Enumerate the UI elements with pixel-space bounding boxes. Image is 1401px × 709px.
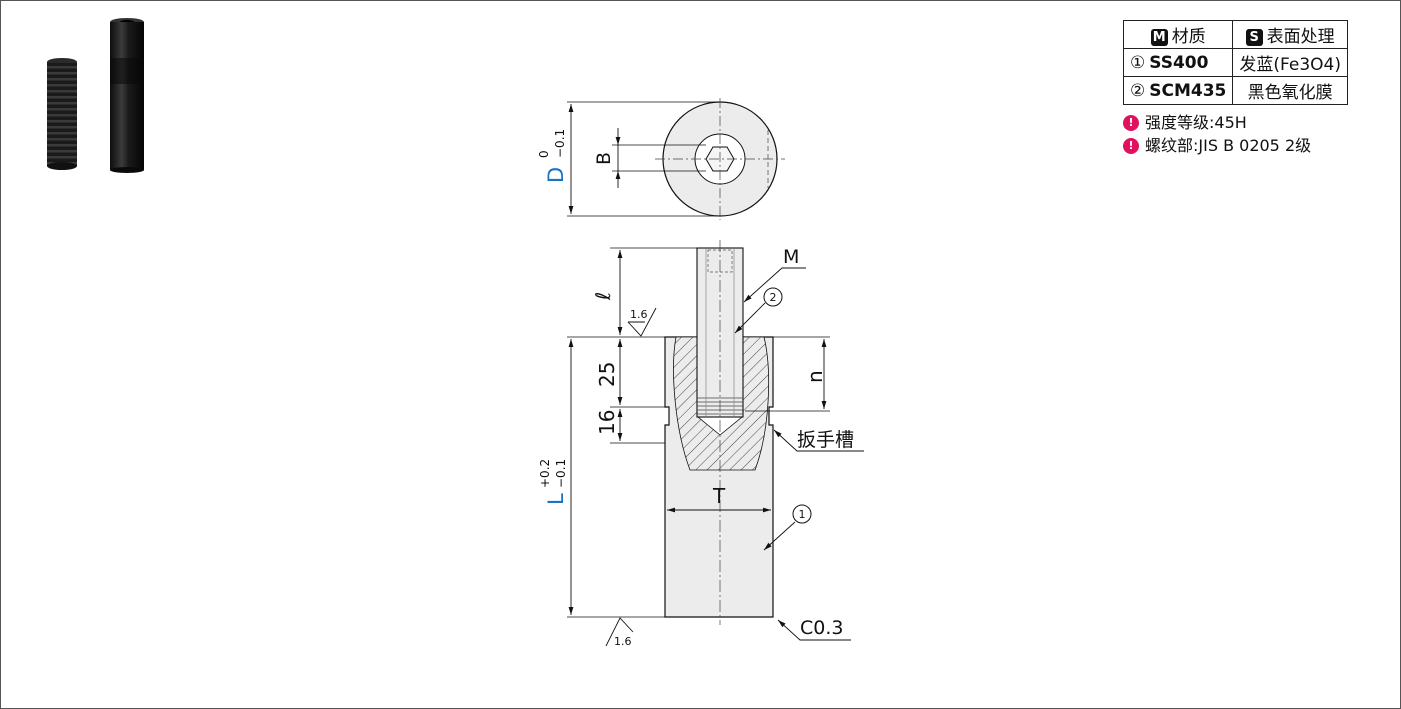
note-text: 螺纹部:JIS B 0205 2级 bbox=[1145, 136, 1312, 155]
dim-n-label: n bbox=[803, 370, 827, 383]
dim-D-tol-upper: 0 bbox=[537, 150, 551, 158]
note-text: 强度等级:45H bbox=[1145, 113, 1247, 132]
info-pin-icon: ! bbox=[1123, 114, 1139, 131]
roughness-top-label: 1.6 bbox=[630, 308, 648, 321]
surface-cell: 黑色氧化膜 bbox=[1232, 76, 1348, 105]
product-photo bbox=[47, 18, 144, 173]
dim-16-label: 16 bbox=[595, 410, 619, 435]
balloon-2-text: 2 bbox=[770, 291, 777, 304]
note-strength: ! 强度等级:45H bbox=[1123, 111, 1311, 134]
technical-drawing: D 0 −0.1 B bbox=[537, 98, 864, 648]
material-tag-icon: M bbox=[1150, 29, 1168, 46]
dim-D-tol-lower: −0.1 bbox=[553, 129, 567, 158]
surface-cell: 发蓝(Fe3O4) bbox=[1232, 48, 1348, 77]
material-value: SCM435 bbox=[1149, 80, 1227, 101]
dim-T-label: T bbox=[712, 484, 726, 508]
wrench-groove-label: 扳手槽 bbox=[797, 429, 854, 451]
row-number: ① bbox=[1130, 52, 1146, 73]
dim-25-label: 25 bbox=[595, 362, 619, 387]
side-dimensions bbox=[567, 247, 864, 647]
surface-tag-icon: S bbox=[1245, 29, 1263, 46]
material-header-label: 材质 bbox=[1171, 27, 1206, 47]
dim-L-tol-lower: −0.1 bbox=[554, 459, 568, 488]
material-value: SS400 bbox=[1149, 52, 1209, 73]
socket-body-photo bbox=[110, 18, 144, 173]
top-view bbox=[567, 98, 785, 220]
chamfer-label: C0.3 bbox=[800, 617, 843, 639]
thread-M-label: M bbox=[783, 246, 799, 268]
roughness-bottom-label: 1.6 bbox=[614, 635, 632, 648]
note-thread: ! 螺纹部:JIS B 0205 2级 bbox=[1123, 134, 1311, 157]
balloon-2 bbox=[763, 287, 783, 307]
set-screw-photo bbox=[47, 58, 77, 170]
dim-D-label: D bbox=[544, 167, 568, 183]
dim-L-label: L bbox=[544, 493, 568, 505]
side-view bbox=[664, 240, 774, 625]
surface-header-label: 表面处理 bbox=[1266, 27, 1335, 47]
spec-notes: ! 强度等级:45H ! 螺纹部:JIS B 0205 2级 bbox=[1123, 111, 1311, 157]
dim-B-label: B bbox=[593, 152, 615, 165]
balloon-1 bbox=[792, 504, 812, 524]
balloon-1-text: 1 bbox=[799, 508, 806, 521]
dim-l-label: ℓ bbox=[591, 292, 615, 301]
info-pin-icon: ! bbox=[1123, 137, 1139, 154]
row-number: ② bbox=[1130, 80, 1146, 101]
dim-L-tol-upper: +0.2 bbox=[538, 459, 552, 488]
